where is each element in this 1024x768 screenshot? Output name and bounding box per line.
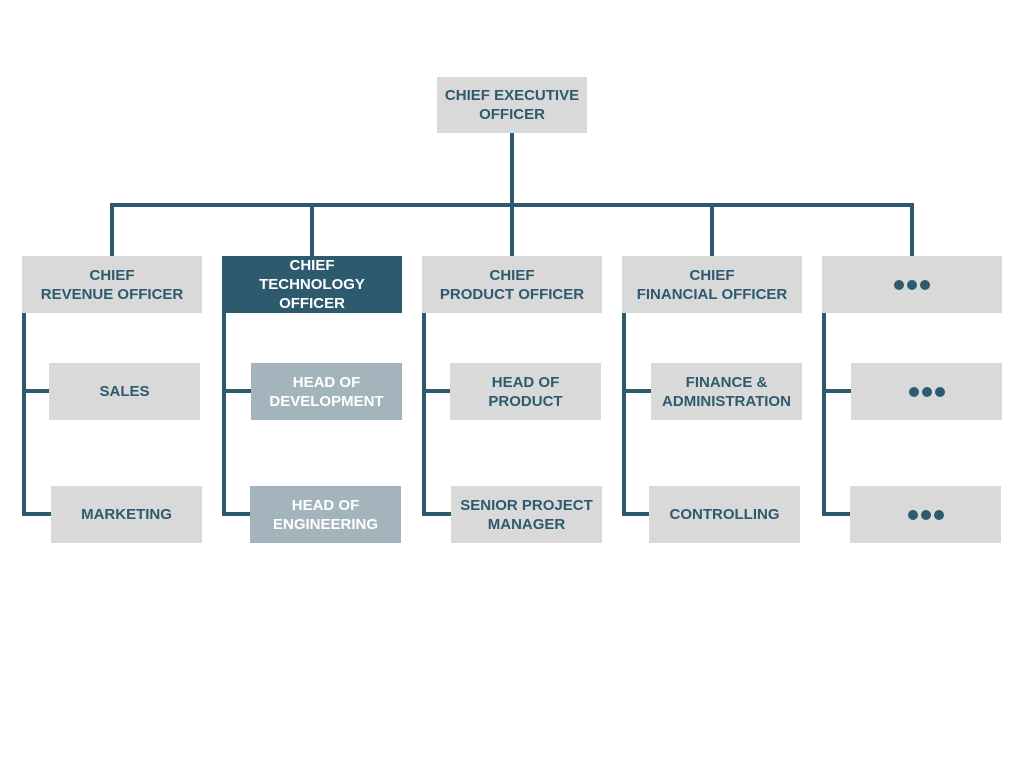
node-placeholder-executive: [822, 256, 1002, 313]
ellipsis-icon: [894, 279, 930, 290]
node-head-of-engineering: HEAD OF ENGINEERING: [250, 486, 401, 543]
ellipsis-icon: [907, 509, 944, 520]
node-ceo: CHIEF EXECUTIVE OFFICER: [437, 77, 587, 133]
node-head-of-product: HEAD OF PRODUCT: [450, 363, 601, 420]
node-cto: CHIEF TECHNOLOGY OFFICER: [222, 256, 402, 313]
node-controlling: CONTROLLING: [649, 486, 800, 543]
node-cro: CHIEF REVENUE OFFICER: [22, 256, 202, 313]
ellipsis-icon: [908, 386, 945, 397]
node-cpo: CHIEF PRODUCT OFFICER: [422, 256, 602, 313]
node-senior-project-manager: SENIOR PROJECT MANAGER: [451, 486, 602, 543]
node-marketing: MARKETING: [51, 486, 202, 543]
node-sales: SALES: [49, 363, 200, 420]
node-placeholder-1: [851, 363, 1002, 420]
node-head-of-development: HEAD OF DEVELOPMENT: [251, 363, 402, 420]
node-finance-administration: FINANCE & ADMINISTRATION: [651, 363, 802, 420]
node-cfo: CHIEF FINANCIAL OFFICER: [622, 256, 802, 313]
node-placeholder-2: [850, 486, 1001, 543]
